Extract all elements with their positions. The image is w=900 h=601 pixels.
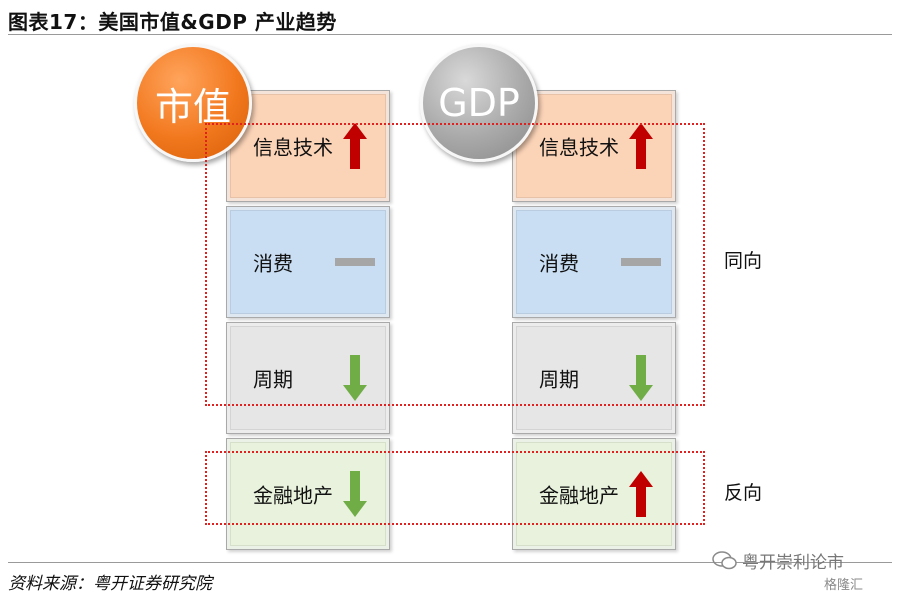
same-direction-label: 同向 xyxy=(724,250,763,272)
up-arrow-icon xyxy=(335,121,375,171)
gdp-cell-consumer: 消费 xyxy=(512,206,676,318)
up-arrow-icon xyxy=(621,469,661,519)
mv-cell-cyclical: 周期 xyxy=(226,322,390,434)
flat-dash-icon xyxy=(335,237,375,287)
reverse-direction-label: 反向 xyxy=(724,482,763,504)
title-rule xyxy=(8,34,892,35)
watermark-brand: 粤开崇利论市 xyxy=(742,553,844,573)
gdp-label-finance-realestate: 金融地产 xyxy=(539,483,619,508)
market-value-header-circle: 市值 xyxy=(134,44,252,162)
mv-label-consumer: 消费 xyxy=(253,251,293,276)
up-arrow-icon xyxy=(621,121,661,171)
gdp-cell-finance-realestate: 金融地产 xyxy=(512,438,676,550)
flat-dash-icon xyxy=(621,237,661,287)
gdp-label-tech: 信息技术 xyxy=(539,135,619,160)
figure-title: 图表17：美国市值&GDP 产业趋势 xyxy=(8,10,337,34)
down-arrow-icon xyxy=(621,353,661,403)
gdp-header-label: GDP xyxy=(438,81,520,125)
watermark: 粤开崇利论市 格隆汇 xyxy=(706,544,896,598)
same-direction-box xyxy=(205,123,705,406)
gdp-cell-tech: 信息技术 xyxy=(512,90,676,202)
watermark-logo: 格隆汇 xyxy=(824,578,864,593)
mv-label-tech: 信息技术 xyxy=(253,135,333,160)
mv-label-finance-realestate: 金融地产 xyxy=(253,483,333,508)
gdp-cell-cyclical: 周期 xyxy=(512,322,676,434)
reverse-direction-box xyxy=(205,451,705,525)
market-value-header-label: 市值 xyxy=(154,84,231,129)
gdp-label-cyclical: 周期 xyxy=(539,367,579,392)
wechat-icon xyxy=(712,551,737,570)
mv-cell-consumer: 消费 xyxy=(226,206,390,318)
gdp-column: 信息技术 消费 周期 金融地产 xyxy=(512,90,678,550)
mv-cell-finance-realestate: 金融地产 xyxy=(226,438,390,550)
gdp-header-circle: GDP xyxy=(420,44,538,162)
mv-label-cyclical: 周期 xyxy=(253,367,293,392)
source-note: 资料来源：粤开证券研究院 xyxy=(8,574,212,594)
down-arrow-icon xyxy=(335,353,375,403)
source-rule xyxy=(8,562,892,563)
down-arrow-icon xyxy=(335,469,375,519)
gdp-label-consumer: 消费 xyxy=(539,251,579,276)
market-value-column: 信息技术 消费 周期 金融地产 xyxy=(226,90,392,550)
mv-cell-tech: 信息技术 xyxy=(226,90,390,202)
